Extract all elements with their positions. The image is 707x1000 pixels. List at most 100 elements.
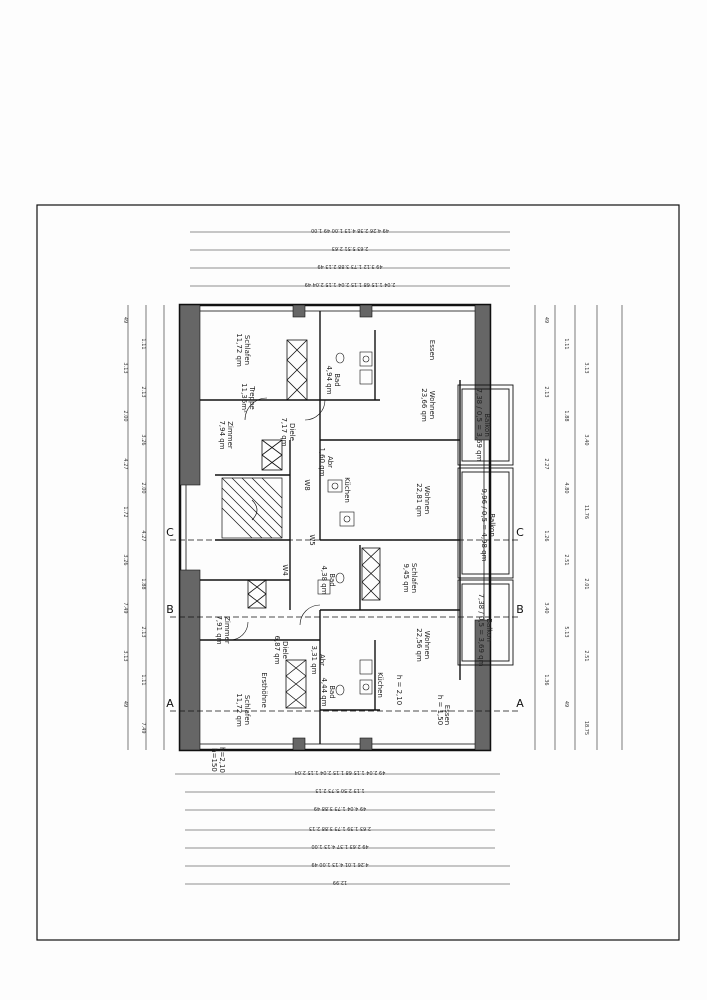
room-name: Wohnen — [423, 631, 431, 659]
room-area: 22,81 qm — [415, 483, 423, 517]
staircase — [221, 477, 283, 539]
room-area: 7,38 / 0,5 = 3,69 qm — [477, 594, 485, 667]
dimension-bottom: 49 4.04 1.73 3.88 49 — [314, 805, 366, 811]
room-area: 7,91 qm — [215, 615, 223, 644]
room-name: Bad — [333, 373, 341, 387]
dimension-left: 1.72 — [122, 506, 128, 517]
room-name: Schlafen — [410, 563, 418, 593]
dimension-top: 2.04 1.15 68 1.15 2.04 1.15 2.04 49 — [305, 281, 396, 287]
dimension-right: 1.11 — [563, 338, 569, 349]
dimension-bottom: 49 2.04 1.15 68 1.15 2.04 1.15 2.04 — [295, 769, 386, 775]
misc-label: W4 — [281, 564, 289, 576]
room-name: Küchen — [376, 672, 384, 698]
wall-columns — [179, 304, 491, 751]
room-name: Treppe — [248, 385, 256, 409]
dimension-right: 3.40 — [543, 602, 549, 613]
dimension-left: 3.26 — [122, 554, 128, 565]
room-name: Balkon — [483, 413, 491, 437]
dimension-left: 1.11 — [140, 338, 146, 349]
dimension-top: 49 4.26 2.38 4.13 1.00 49 1.00 — [311, 227, 389, 233]
dimension-right: 2.51 — [583, 650, 589, 661]
room-name: Diele — [281, 641, 289, 659]
dimension-left: 3.13 — [122, 362, 128, 373]
dimension-left: 4.27 — [140, 530, 146, 541]
room-area: 11,72 qm — [235, 333, 243, 367]
dimension-left: 2.13 — [140, 386, 146, 397]
room-name: Diele — [288, 423, 296, 441]
dimension-lines — [127, 231, 623, 885]
dimension-right: 2.51 — [563, 554, 569, 565]
dimension-left: 7.49 — [122, 602, 128, 613]
room-name: Balkon — [488, 513, 496, 537]
dimension-left: 2.00 — [122, 410, 128, 421]
misc-label: h=150 — [210, 748, 218, 772]
dimension-left: 1.88 — [140, 578, 146, 589]
dimension-right: 3.40 — [583, 434, 589, 445]
room-name: Zimmer — [223, 616, 231, 644]
room-name: Abr — [318, 654, 326, 666]
room-name: Essen — [443, 705, 451, 725]
section-marker-left: B — [166, 603, 174, 616]
room-area: 9,96 / 0,5 = 4,98 qm — [480, 489, 488, 562]
misc-label: h = 1,50 — [436, 695, 444, 725]
dimension-right: 49 — [563, 701, 569, 707]
dimension-right: 2.27 — [543, 458, 549, 469]
dimension-left: 49 — [122, 317, 128, 323]
dimension-right: 3.13 — [583, 362, 589, 373]
room-name: Essen — [428, 340, 436, 360]
dimension-right: 49 — [543, 317, 549, 323]
misc-label: W5 — [308, 534, 316, 545]
fixtures — [229, 351, 373, 696]
room-area: 22,56 qm — [415, 628, 423, 662]
room-area: 23,66 qm — [420, 388, 428, 422]
dimension-top: 2.63 5.51 2.63 — [332, 245, 369, 251]
misc-label: W8 — [303, 479, 311, 490]
dimension-right: 11.76 — [583, 505, 589, 519]
room-name: Ersthöhne — [260, 672, 268, 708]
misc-label: h=2,10 — [218, 747, 226, 773]
section-marker-left: C — [166, 526, 174, 539]
room-name: Wohnen — [423, 486, 431, 514]
dimension-left: 7.49 — [140, 722, 146, 733]
dimension-bottom: 2.63 1.39 1.73 3.88 2.13 — [309, 825, 371, 831]
shafts — [247, 339, 381, 709]
room-name: Bad — [328, 573, 336, 587]
dimension-left: 2.00 — [140, 482, 146, 493]
misc-label: h = 2,10 — [395, 675, 403, 705]
room-name: Zimmer — [226, 421, 234, 449]
dimension-bottom: 1.13 2.50 5.73 2.13 — [315, 787, 364, 793]
section-marker-right: C — [516, 526, 524, 539]
room-area: 3,31 qm — [310, 645, 318, 674]
dimension-left: 4.27 — [122, 458, 128, 469]
room-name: Küchen — [343, 477, 351, 503]
room-area: 1,60 qm — [318, 447, 326, 476]
room-area: 6,87 qm — [273, 635, 281, 664]
room-area: 4,44 qm — [320, 677, 328, 706]
dimension-bottom: 49 2.63 1.37 4.13 1.00 — [311, 843, 368, 849]
dimension-right: 1.26 — [543, 530, 549, 541]
room-name: Schlafen — [243, 335, 251, 365]
dimension-right: 5.13 — [563, 626, 569, 637]
room-area: 11,72 qm — [235, 693, 243, 727]
dimension-top: 49 3.12 1.73 3.88 2.13 49 — [317, 263, 382, 269]
dimension-bottom: 12.99 — [333, 879, 347, 885]
section-marker-right: A — [516, 697, 524, 710]
dimension-left: 49 — [122, 701, 128, 707]
room-area: 4,38 qm — [320, 565, 328, 594]
dimension-right: 2.13 — [543, 386, 549, 397]
room-name: Wohnen — [428, 391, 436, 419]
dimension-right: 18.75 — [583, 721, 589, 735]
dimension-right: 4.80 — [563, 482, 569, 493]
sheet-frame — [36, 204, 680, 941]
balconies — [457, 384, 514, 666]
room-area: 7,38 / 0,5 = 3,69 qm — [475, 389, 483, 462]
dimension-left: 1.11 — [140, 674, 146, 685]
dimension-right: 1.88 — [563, 410, 569, 421]
section-lines — [170, 539, 520, 712]
room-area: 7,17 qm — [280, 417, 288, 446]
dimension-right: 1.36 — [543, 674, 549, 685]
room-name: Bad — [328, 685, 336, 699]
